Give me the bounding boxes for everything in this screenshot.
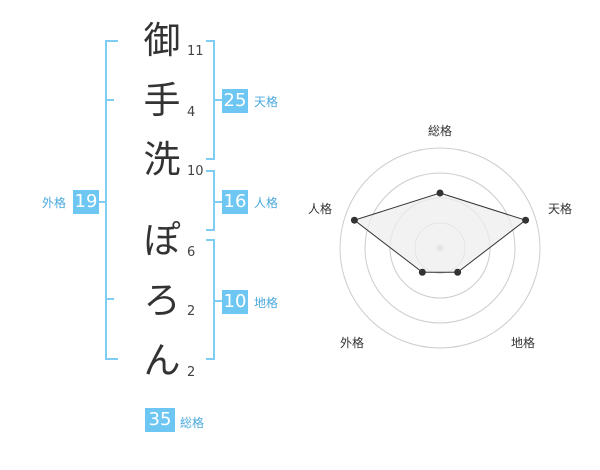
- gaikaku-badge: 19: [73, 190, 99, 214]
- chikaku-label: 地格: [254, 296, 279, 310]
- radar-point-1: [436, 189, 444, 197]
- name-char-4: ぽ: [143, 219, 181, 262]
- stroke-count-5: 2: [187, 304, 196, 319]
- radar-point-3: [454, 268, 462, 276]
- gaikaku-label: 外格: [42, 196, 67, 210]
- name-char-3: 洗: [143, 138, 181, 181]
- stroke-count-2: 4: [187, 105, 196, 120]
- tenkaku-label: 天格: [254, 95, 279, 109]
- name-char-2: 手: [143, 79, 181, 122]
- tenkaku-badge: 25: [222, 89, 248, 113]
- radar-axis-label-jinkaku: 人格: [308, 202, 333, 216]
- jinkaku-bracket: [206, 170, 222, 231]
- name-char-5: ろ: [143, 279, 181, 322]
- jinkaku-label: 人格: [254, 196, 279, 210]
- jinkaku-badge: 16: [222, 190, 248, 214]
- radar-point-4: [418, 268, 426, 276]
- chikaku-badge: 10: [222, 290, 248, 314]
- name-char-6: ん: [143, 339, 181, 382]
- radar-axis-label-chikaku: 地格: [511, 336, 536, 350]
- name-char-1: 御: [143, 19, 181, 62]
- chikaku-bracket: [206, 239, 222, 360]
- soukaku-badge: 35: [145, 408, 175, 432]
- radar-axis-label-gaikaku: 外格: [340, 336, 365, 350]
- radar-grid-ring-4: [339, 147, 541, 349]
- stroke-count-4: 6: [187, 245, 196, 260]
- tenkaku-bracket: [206, 40, 222, 160]
- radar-axis-label-tenkaku: 天格: [548, 202, 573, 216]
- stroke-count-3: 10: [187, 164, 204, 179]
- radar-point-5: [350, 216, 358, 224]
- radar-grid-ring-3: [364, 172, 516, 324]
- radar-data-polygon: [353, 192, 527, 273]
- radar-point-2: [522, 216, 530, 224]
- soukaku-label: 総格: [180, 416, 205, 430]
- radar-axis-label-soukaku: 総格: [428, 124, 453, 138]
- stroke-count-6: 2: [187, 365, 196, 380]
- stroke-count-1: 11: [187, 44, 204, 59]
